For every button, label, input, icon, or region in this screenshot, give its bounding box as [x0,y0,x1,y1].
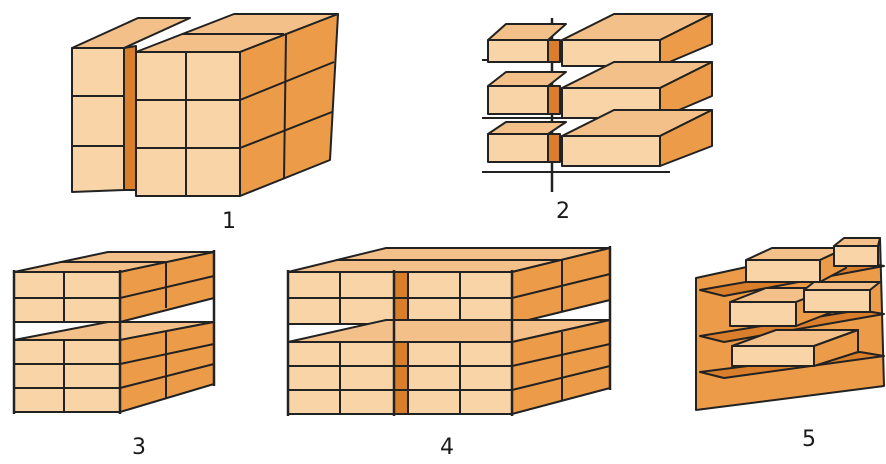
label-3: 3 [132,435,146,460]
arrangement-2 [482,14,712,192]
label-2: 2 [556,199,570,224]
label-5: 5 [802,427,816,452]
label-1: 1 [222,209,236,234]
label-4: 4 [440,435,454,460]
arrangement-1 [72,14,338,196]
arrangement-5 [696,238,884,410]
arrangement-3 [14,250,214,414]
arrangement-4 [288,246,610,416]
